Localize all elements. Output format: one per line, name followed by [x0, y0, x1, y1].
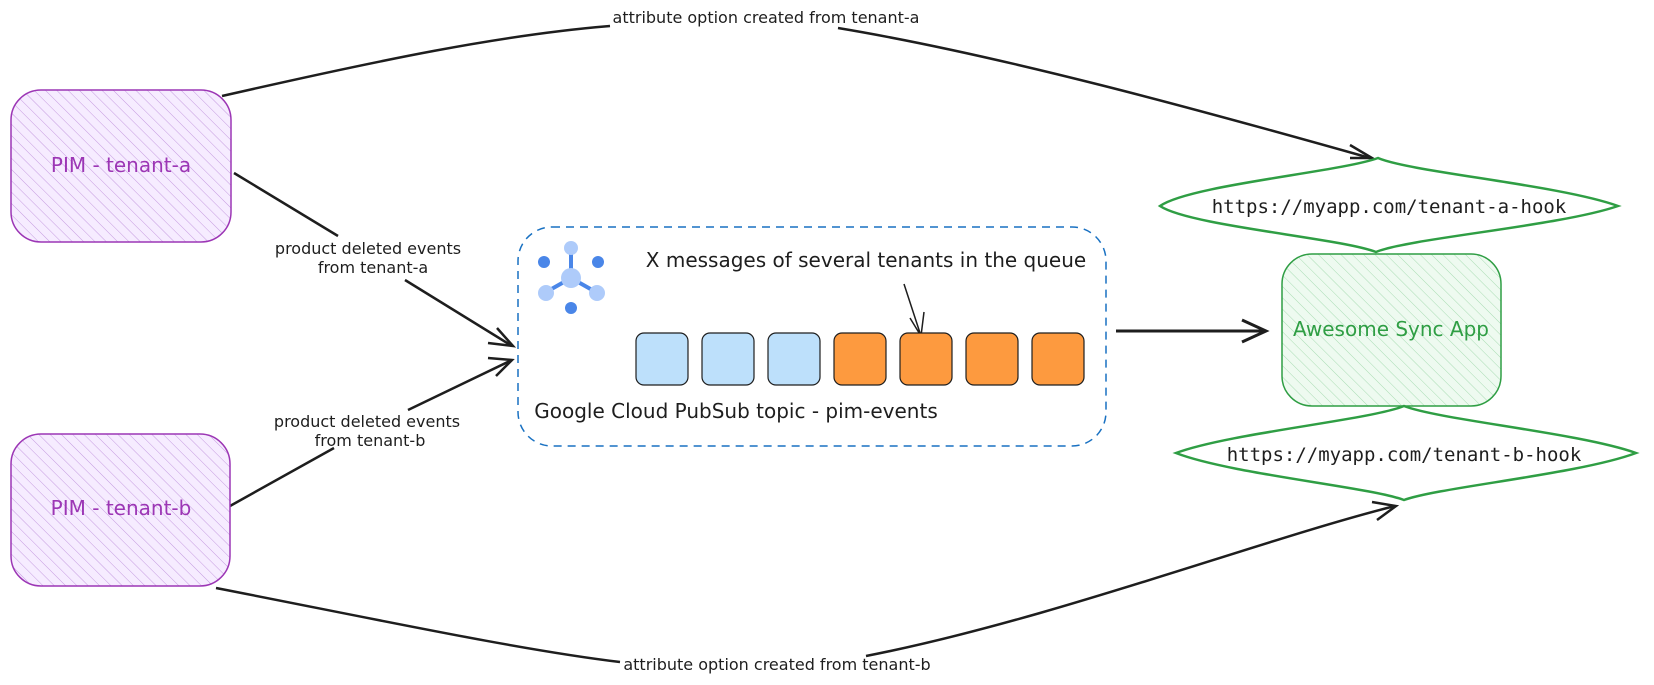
arrowhead-topic-to-app — [1241, 318, 1270, 344]
pim-tenant-a-label: PIM - tenant-a — [51, 153, 191, 177]
webhook-tenant-b-url: https://myapp.com/tenant-b-hook — [1227, 444, 1582, 466]
queue-message-tenant-b — [965, 332, 1019, 386]
awesome-sync-app-node: Awesome Sync App — [1281, 253, 1502, 407]
webhook-tenant-a-url: https://myapp.com/tenant-a-hook — [1212, 196, 1567, 218]
pim-tenant-a-node: PIM - tenant-a — [10, 89, 232, 243]
queue-message-tenant-a — [767, 332, 821, 386]
webhook-tenant-a-node: https://myapp.com/tenant-a-hook — [1157, 156, 1622, 254]
message-queue — [635, 332, 1085, 386]
pim-tenant-b-label: PIM - tenant-b — [51, 496, 192, 520]
queue-message-tenant-b — [899, 332, 953, 386]
edge-label-deleted-b-line1: product deleted events — [274, 412, 460, 431]
arrowhead-deleted-b — [487, 356, 515, 377]
pim-tenant-b-node: PIM - tenant-b — [10, 433, 231, 587]
edge-deleted-b — [229, 358, 513, 508]
edge-attr-b — [215, 504, 1396, 664]
queue-message-tenant-a — [701, 332, 755, 386]
edge-attr-a — [221, 24, 1371, 160]
edge-label-deleted-a-line1: product deleted events — [275, 239, 461, 258]
webhook-tenant-b-node: https://myapp.com/tenant-b-hook — [1172, 404, 1640, 502]
edge-label-deleted-a-line2: from tenant-a — [318, 258, 428, 277]
queue-message-tenant-b — [833, 332, 887, 386]
edge-label-attr-a: attribute option created from tenant-a — [613, 8, 920, 27]
pubsub-icon — [538, 241, 605, 314]
arrowhead-deleted-a — [487, 327, 517, 348]
edge-label-deleted-b-line2: from tenant-b — [315, 431, 426, 450]
queue-note: X messages of several tenants in the que… — [646, 248, 1086, 272]
awesome-sync-app-label: Awesome Sync App — [1293, 317, 1489, 341]
queue-message-tenant-a — [635, 332, 689, 386]
topic-title: Google Cloud PubSub topic - pim-events — [534, 399, 937, 423]
arrowhead-attr-b — [1371, 500, 1400, 522]
edge-deleted-a — [233, 171, 513, 348]
queue-message-tenant-b — [1031, 332, 1085, 386]
queue-note-pointer — [903, 283, 925, 339]
arrowhead-attr-a — [1349, 143, 1377, 160]
pubsub-topic-container: X messages of several tenants in the que… — [517, 226, 1107, 447]
edge-label-attr-b: attribute option created from tenant-b — [623, 655, 930, 674]
